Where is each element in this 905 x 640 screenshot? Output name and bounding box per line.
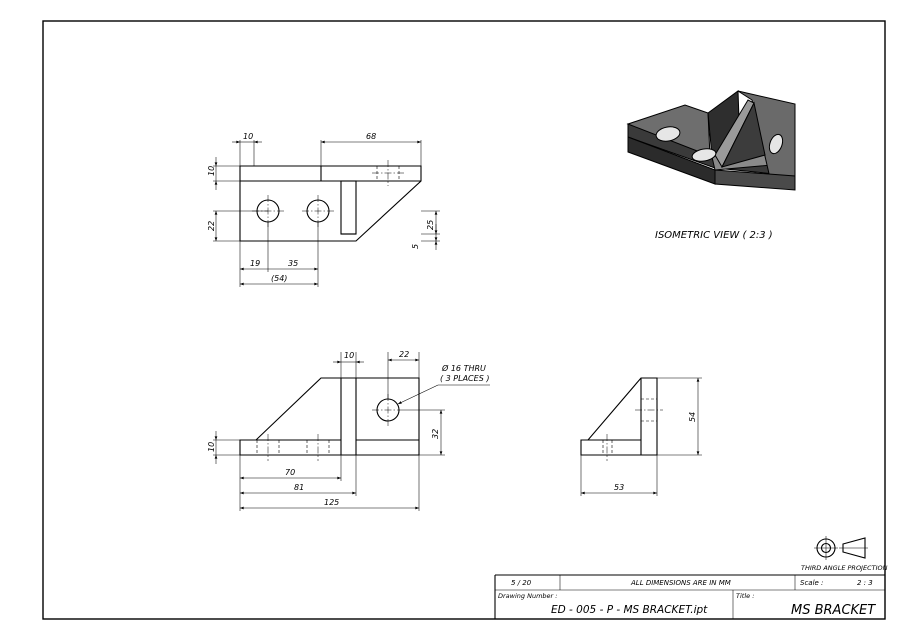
scale-value: 2 : 3 bbox=[857, 579, 873, 587]
third-angle-projection-symbol bbox=[814, 536, 868, 560]
top-view bbox=[213, 140, 440, 287]
dim-label: (54) bbox=[271, 274, 287, 283]
dim-label: 22 bbox=[207, 221, 216, 231]
dim-label: 70 bbox=[285, 468, 295, 477]
dim-label: 22 bbox=[399, 350, 409, 359]
dim-label: 10 bbox=[344, 351, 354, 360]
top-view-dimension-labels: 10 68 10 22 25 5 19 35 (54) bbox=[207, 132, 435, 283]
dim-label: 10 bbox=[207, 442, 216, 452]
dim-label: 54 bbox=[688, 412, 697, 422]
front-view-dimension-labels: 10 22 10 32 70 81 125 Ø 16 THRU ( 3 PLAC… bbox=[207, 350, 489, 507]
drawing-title: MS BRACKET bbox=[791, 603, 876, 618]
sheet-number: 5 / 20 bbox=[511, 579, 532, 587]
drawing-number-label: Drawing Number : bbox=[498, 592, 557, 600]
drawing-number: ED - 005 - P - MS BRACKET.ipt bbox=[551, 604, 708, 616]
front-view bbox=[213, 352, 490, 511]
dim-label: 53 bbox=[614, 483, 624, 492]
sheet-border bbox=[42, 20, 886, 620]
dim-label: 35 bbox=[288, 259, 298, 268]
projection-label: THIRD ANGLE PROJECTION bbox=[801, 564, 888, 572]
hole-note-line2: ( 3 PLACES ) bbox=[440, 374, 489, 383]
dim-label: 68 bbox=[366, 132, 376, 141]
dim-label: 81 bbox=[294, 483, 304, 492]
units-note: ALL DIMENSIONS ARE IN MM bbox=[630, 579, 731, 587]
side-view bbox=[580, 377, 702, 496]
dim-label: 10 bbox=[207, 166, 216, 176]
dim-label: 125 bbox=[324, 498, 339, 507]
dim-label: 19 bbox=[250, 259, 260, 268]
dim-label: 5 bbox=[411, 244, 420, 249]
side-view-dimension-labels: 54 53 bbox=[614, 412, 697, 492]
title-label: Title : bbox=[736, 592, 754, 600]
hole-note-line1: Ø 16 THRU bbox=[441, 363, 486, 373]
isometric-view bbox=[626, 90, 796, 191]
dim-label: 32 bbox=[431, 429, 440, 439]
dim-label: 25 bbox=[426, 220, 435, 230]
dim-label: 10 bbox=[243, 132, 253, 141]
scale-label: Scale : bbox=[800, 579, 823, 587]
title-block bbox=[494, 574, 885, 619]
isometric-view-label: ISOMETRIC VIEW ( 2:3 ) bbox=[655, 230, 773, 241]
